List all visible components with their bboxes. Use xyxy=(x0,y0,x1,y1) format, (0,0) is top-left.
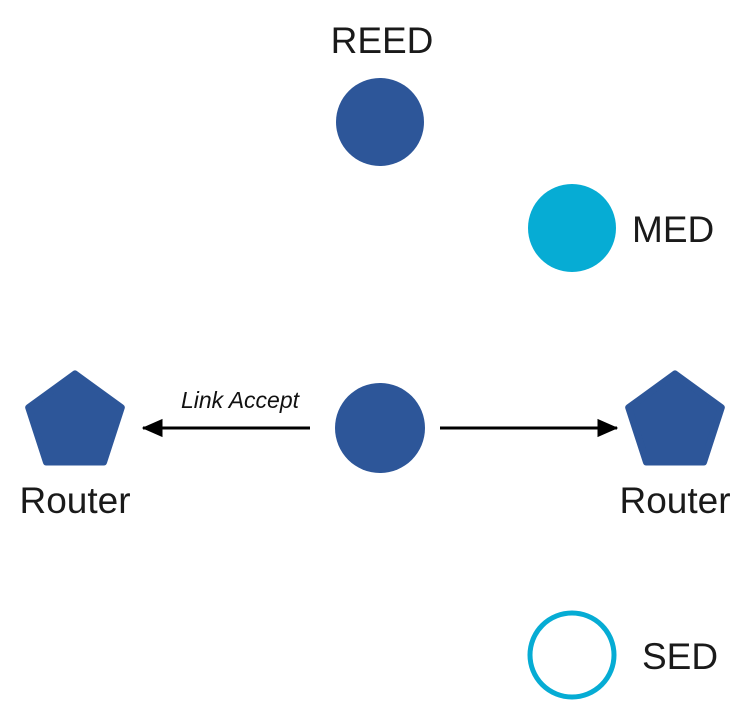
edge-label-link-accept: Link Accept xyxy=(181,387,301,413)
node-label-router-right: Router xyxy=(619,480,730,521)
router-left-pentagon-icon xyxy=(25,370,125,466)
reed-circle-icon xyxy=(336,78,424,166)
leader-circle-icon xyxy=(335,383,425,473)
edge-center-to-router-left[interactable]: Link Accept xyxy=(141,387,310,438)
sed-circle-outline-icon xyxy=(527,610,617,700)
node-layer: REED MED Router Router xyxy=(19,20,731,700)
node-router-left[interactable]: Router xyxy=(19,370,131,521)
node-router-right[interactable]: Router xyxy=(619,370,731,521)
node-label-reed: REED xyxy=(331,20,434,61)
med-circle-icon xyxy=(528,184,616,272)
node-label-sed: SED xyxy=(642,636,718,677)
node-sed[interactable]: SED xyxy=(527,610,718,700)
node-med[interactable]: MED xyxy=(528,184,714,272)
edge-layer: Link Accept xyxy=(141,387,619,438)
router-right-pentagon-icon xyxy=(625,370,725,466)
node-label-med: MED xyxy=(632,209,714,250)
node-reed[interactable]: REED xyxy=(331,20,434,166)
node-label-router-left: Router xyxy=(19,480,130,521)
node-leader-center[interactable] xyxy=(335,383,425,473)
